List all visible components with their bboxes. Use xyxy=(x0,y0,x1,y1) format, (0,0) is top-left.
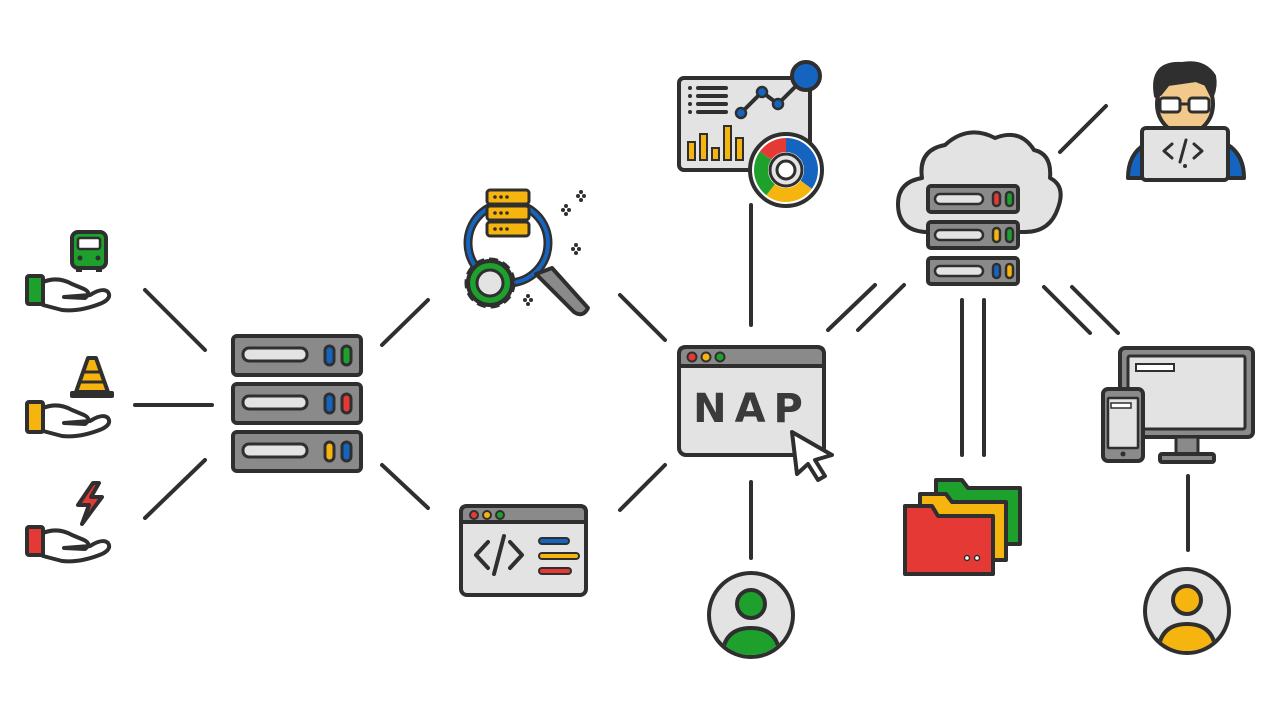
connector-nap-cloud-2 xyxy=(856,283,906,332)
connector-lines xyxy=(133,104,1190,560)
connector-server-code xyxy=(380,463,430,510)
hand-traffic-cone-icon xyxy=(25,356,114,439)
connector-nap-cloud-1 xyxy=(826,283,877,332)
mouse-cursor-icon xyxy=(790,430,834,482)
cloud-server-icon xyxy=(896,130,1063,286)
bus-icon xyxy=(70,230,108,272)
donut-chart-icon xyxy=(748,132,824,208)
developer-laptop-icon xyxy=(1126,61,1246,182)
database-stack-icon xyxy=(485,188,531,238)
cloud-server-unit-3 xyxy=(926,256,1020,286)
connector-server-search xyxy=(380,298,430,347)
hand-icon xyxy=(25,525,112,564)
laptop-icon xyxy=(1140,126,1230,182)
developer-hair xyxy=(1153,61,1217,98)
folders-icon xyxy=(903,478,1022,576)
analytics-dashboard-icon xyxy=(677,60,824,208)
server-unit-1 xyxy=(231,334,363,377)
connector-cloud-devices-1 xyxy=(1042,285,1092,335)
desktop-monitor-icon xyxy=(1118,346,1255,464)
code-window-icon xyxy=(459,504,588,597)
data-search-gear-icon xyxy=(463,188,590,317)
hand-icon xyxy=(25,400,112,439)
connector-hand-bus-server xyxy=(143,288,207,352)
connector-cloud-devices-2 xyxy=(1070,285,1120,335)
magnifier-handle xyxy=(534,266,590,317)
cloud-server-unit-1 xyxy=(926,184,1020,214)
hand-bus-icon xyxy=(25,230,112,313)
desktop-mobile-devices-icon xyxy=(1101,346,1255,464)
connector-hand-bolt-server xyxy=(143,458,207,520)
traffic-cone-icon xyxy=(70,356,114,398)
cloud-server-unit-2 xyxy=(926,220,1020,250)
bar-chart-icon xyxy=(687,125,744,161)
connector-cloud-developer xyxy=(1058,104,1108,154)
connector-code-nap xyxy=(618,463,667,512)
code-brackets-icon xyxy=(474,534,524,576)
folder-red xyxy=(903,504,995,576)
sparkle-dots xyxy=(523,190,586,306)
user-avatar-yellow-icon xyxy=(1143,567,1231,655)
server-unit-2 xyxy=(231,382,363,425)
user-avatar-green-icon xyxy=(707,571,795,659)
list-lines xyxy=(688,86,728,114)
mobile-phone-icon xyxy=(1101,387,1145,463)
hand-lightning-icon xyxy=(25,481,112,564)
line-chart-icon xyxy=(734,60,822,120)
server-unit-3 xyxy=(231,430,363,473)
connector-search-nap xyxy=(618,293,667,342)
cloud-shape xyxy=(896,130,1063,234)
hand-icon xyxy=(25,274,112,313)
nap-browser-window-icon: NAP xyxy=(677,345,834,482)
lightning-bolt-icon xyxy=(76,481,104,526)
glasses-icon xyxy=(1158,96,1211,114)
gear-icon xyxy=(464,257,516,309)
nap-label: NAP xyxy=(693,386,811,432)
server-rack-icon xyxy=(231,334,363,473)
